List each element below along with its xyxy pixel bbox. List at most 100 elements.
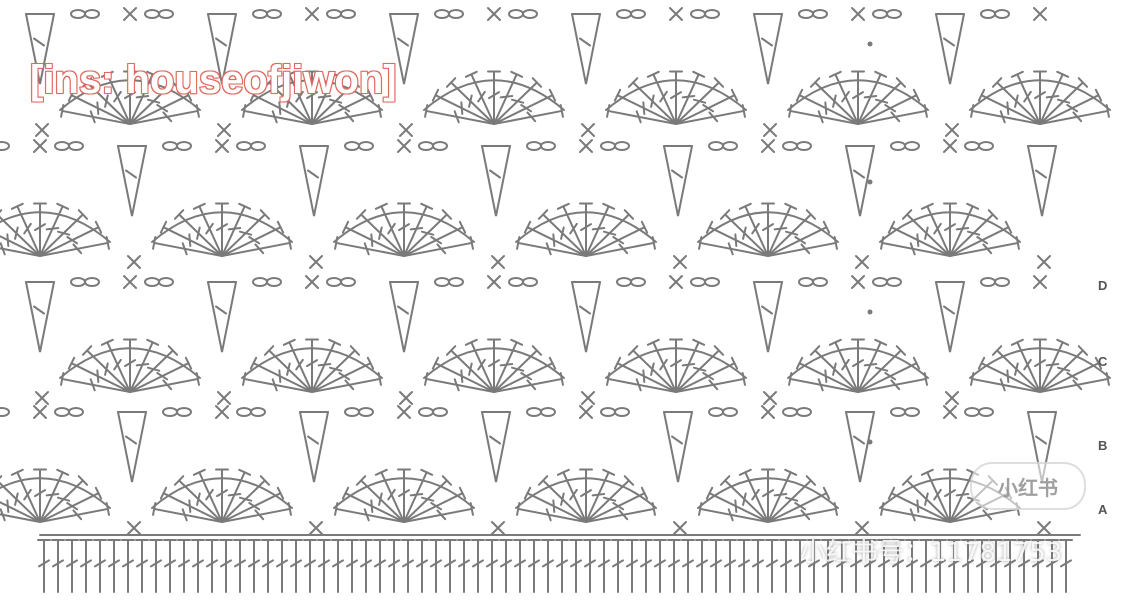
double-crochet-mark	[977, 356, 1041, 393]
cluster-v	[299, 411, 329, 483]
double-crochet-mark	[221, 475, 271, 523]
single-crochet-mark	[851, 275, 865, 289]
double-crochet-mark	[765, 539, 779, 593]
double-crochet-mark	[675, 88, 739, 125]
single-crochet-mark	[945, 123, 959, 137]
single-crochet-mark	[305, 275, 319, 289]
double-crochet-mark	[1039, 88, 1103, 125]
xiaohongshu-logo: 小红书	[970, 462, 1086, 510]
chain-mark	[616, 9, 632, 19]
chain-mark	[448, 277, 464, 287]
chain-mark	[980, 277, 996, 287]
double-crochet-mark	[311, 88, 375, 125]
chain-mark	[176, 407, 192, 417]
fan-arc	[0, 211, 111, 243]
double-crochet-mark	[513, 539, 527, 593]
chain-mark	[144, 277, 160, 287]
fan-arc	[333, 477, 475, 509]
chain-mark	[54, 407, 70, 417]
chain-mark	[266, 277, 282, 287]
chain-mark	[236, 141, 252, 151]
double-crochet-mark	[387, 539, 401, 593]
double-crochet-mark	[977, 88, 1041, 125]
cluster-v	[207, 281, 237, 353]
single-crochet-mark	[763, 391, 777, 405]
double-crochet-mark	[795, 356, 859, 393]
fan-arc	[151, 477, 293, 509]
chain-mark	[782, 407, 798, 417]
chain-mark	[540, 141, 556, 151]
chain-mark	[236, 407, 252, 417]
chain-mark	[70, 9, 86, 19]
double-crochet-mark	[39, 475, 89, 523]
chain-mark	[708, 407, 724, 417]
row-label-c: C	[1098, 354, 1108, 369]
double-crochet-mark	[93, 539, 107, 593]
instagram-watermark: [ins: houseofjiwon]	[29, 57, 398, 103]
fan-arc	[605, 79, 747, 111]
double-crochet-mark	[493, 77, 543, 125]
double-crochet-mark	[355, 209, 405, 257]
double-crochet-mark	[107, 539, 121, 593]
double-crochet-mark	[0, 499, 41, 523]
fan-arc	[697, 211, 839, 243]
fan-arc	[241, 79, 383, 111]
double-crochet-mark	[261, 539, 275, 593]
chain-mark	[994, 277, 1010, 287]
double-crochet-mark	[429, 539, 443, 593]
double-crochet-mark	[39, 220, 103, 257]
double-crochet-mark	[583, 539, 597, 593]
double-crochet-mark	[403, 209, 453, 257]
chain-mark	[158, 9, 174, 19]
cluster-v	[117, 411, 147, 483]
cluster-v	[117, 145, 147, 217]
double-crochet-mark	[431, 88, 495, 125]
double-crochet-mark	[887, 486, 951, 523]
double-crochet-mark	[737, 539, 751, 593]
single-crochet-mark	[123, 7, 137, 21]
double-crochet-mark	[821, 539, 835, 593]
cluster-slash	[33, 37, 45, 47]
single-crochet-mark	[851, 7, 865, 21]
double-crochet-mark	[835, 539, 849, 593]
cluster-slash	[125, 435, 137, 445]
cluster-slash	[579, 305, 591, 315]
double-crochet-mark	[159, 486, 223, 523]
single-crochet-mark	[945, 391, 959, 405]
chain-mark	[616, 277, 632, 287]
double-crochet-mark	[493, 345, 543, 393]
chain-mark	[994, 9, 1010, 19]
single-crochet-mark	[1033, 7, 1047, 21]
chain-mark	[614, 407, 630, 417]
double-crochet-mark	[991, 77, 1041, 125]
fan-arc	[423, 347, 565, 379]
single-crochet-mark	[855, 255, 869, 269]
row-label-a: A	[1098, 502, 1108, 517]
double-crochet-mark	[51, 539, 65, 593]
single-crochet-mark	[943, 405, 957, 419]
fan-arc	[787, 347, 929, 379]
chain-mark	[886, 277, 902, 287]
single-crochet-mark	[673, 521, 687, 535]
chain-mark	[796, 141, 812, 151]
fan-arc	[0, 477, 111, 509]
double-crochet-mark	[905, 539, 919, 593]
chain-mark	[522, 277, 538, 287]
chain-mark	[358, 141, 374, 151]
chain-mark	[326, 277, 342, 287]
fan-arc	[151, 211, 293, 243]
double-crochet-mark	[471, 539, 485, 593]
fan-arc	[969, 79, 1111, 111]
fan-arc	[241, 347, 383, 379]
chain-mark	[708, 141, 724, 151]
double-crochet-mark	[37, 539, 51, 593]
chart-marks	[0, 7, 1111, 593]
double-crochet-mark	[523, 486, 587, 523]
fan-arc	[423, 79, 565, 111]
single-crochet-mark	[669, 7, 683, 21]
cluster-v	[481, 145, 511, 217]
single-crochet-mark	[761, 405, 775, 419]
chain-mark	[540, 407, 556, 417]
cluster-slash	[215, 37, 227, 47]
double-crochet-mark	[457, 539, 471, 593]
